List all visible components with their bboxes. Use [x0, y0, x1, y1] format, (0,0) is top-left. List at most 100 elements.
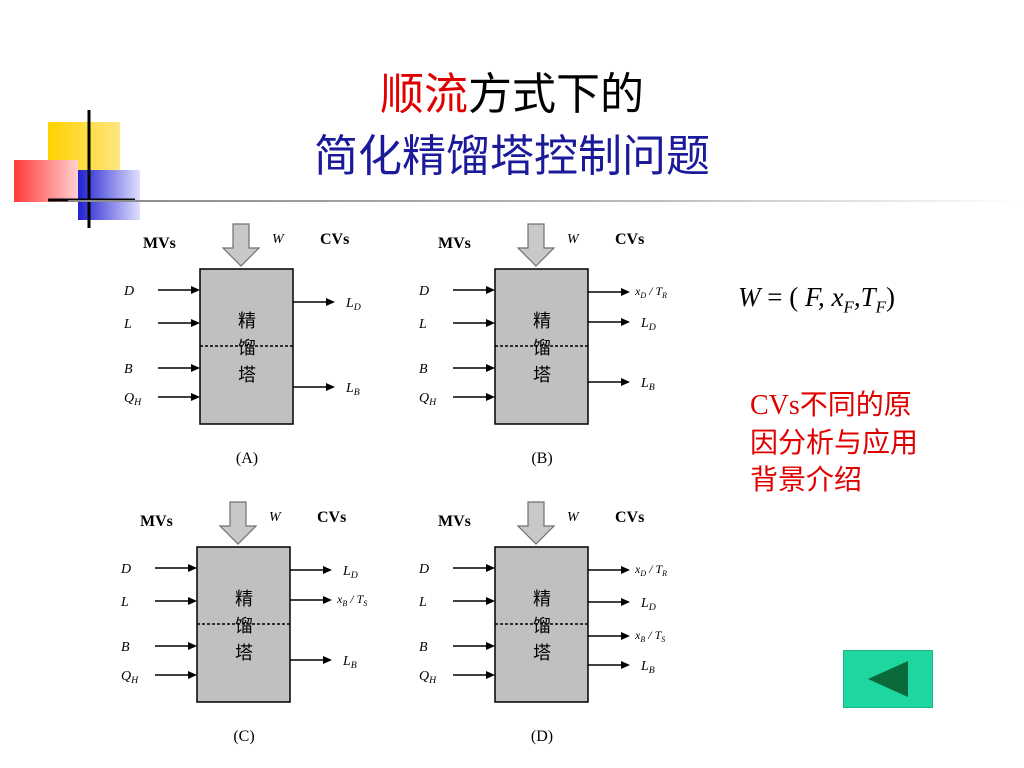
input-arrowhead-icon — [486, 319, 495, 327]
title-line-1: 顺流方式下的 — [0, 58, 1024, 122]
mvs-label: MVs — [438, 513, 471, 530]
feed-arrow-icon — [221, 223, 261, 267]
decorative-logo — [14, 110, 140, 228]
mvs-label: MVs — [143, 235, 176, 252]
feed-arrow-icon — [516, 223, 556, 267]
output-arrowhead-icon — [621, 632, 630, 640]
output-arrowhead-icon — [323, 656, 332, 664]
output-label: LD — [342, 564, 358, 581]
output-arrowhead-icon — [621, 661, 630, 669]
column-char: 精 — [533, 589, 551, 610]
input-label: D — [120, 562, 131, 577]
feed-arrow-icon — [218, 501, 258, 545]
input-arrowhead-icon — [486, 597, 495, 605]
column-char: 精 — [238, 311, 256, 332]
column-char: 馏 — [235, 616, 253, 637]
column-char: 馏 — [533, 338, 551, 359]
input-arrowhead-icon — [188, 642, 197, 650]
output-arrowhead-icon — [621, 566, 630, 574]
cvs-note: CVs不同的原因分析与应用背景介绍 — [750, 386, 965, 498]
column-char: 塔 — [238, 365, 256, 386]
formula-close: ) — [886, 282, 896, 312]
back-button[interactable] — [843, 650, 933, 708]
column-char: 塔 — [533, 643, 551, 664]
w-label: W — [567, 232, 580, 247]
w-label: W — [269, 510, 282, 525]
output-arrowhead-icon — [326, 298, 335, 306]
output-label: LB — [640, 659, 655, 676]
title-rest: 方式下的 — [468, 69, 644, 120]
output-arrowhead-icon — [621, 598, 630, 606]
input-arrowhead-icon — [191, 286, 200, 294]
cvs-label: CVs — [317, 509, 346, 526]
column-char: 精 — [533, 311, 551, 332]
output-ratio-label: xD / TR — [634, 284, 667, 300]
output-arrowhead-icon — [621, 288, 630, 296]
formula-sub-f2: F — [875, 297, 887, 317]
input-arrowhead-icon — [188, 597, 197, 605]
input-arrowhead-icon — [486, 671, 495, 679]
input-arrowhead-icon — [486, 364, 495, 372]
input-label: QH — [419, 669, 437, 686]
column-char: 馏 — [238, 338, 256, 359]
output-label: LB — [345, 381, 360, 398]
input-label: D — [418, 284, 429, 299]
output-label: LD — [345, 296, 361, 313]
output-arrowhead-icon — [621, 378, 630, 386]
input-arrowhead-icon — [188, 671, 197, 679]
note-line-3: 背景介绍 — [750, 463, 863, 496]
output-ratio-label: xB / TS — [336, 592, 367, 608]
input-label: QH — [121, 669, 139, 686]
panel-label: (A) — [236, 450, 258, 467]
formula-eq: = ( — [760, 282, 805, 312]
output-label: LB — [640, 376, 655, 393]
output-arrowhead-icon — [323, 566, 332, 574]
input-arrowhead-icon — [191, 364, 200, 372]
cvs-label: CVs — [615, 231, 644, 248]
formula-w: W — [738, 282, 761, 312]
formula-sub-f1: F — [843, 297, 854, 317]
input-label: B — [419, 362, 428, 377]
input-label: B — [419, 640, 428, 655]
w-label: W — [272, 232, 285, 247]
formula-f: F — [804, 282, 818, 312]
panel-label: (C) — [233, 728, 254, 745]
input-label: B — [124, 362, 133, 377]
output-arrowhead-icon — [326, 383, 335, 391]
column-char: 馏 — [533, 616, 551, 637]
input-label: D — [123, 284, 134, 299]
input-arrowhead-icon — [486, 642, 495, 650]
title-highlight: 顺流 — [380, 69, 468, 120]
mvs-label: MVs — [140, 513, 173, 530]
output-arrowhead-icon — [621, 318, 630, 326]
output-ratio-label: xB / TS — [634, 628, 665, 644]
output-arrowhead-icon — [323, 596, 332, 604]
cvs-label: CVs — [615, 509, 644, 526]
panel-label: (B) — [531, 450, 552, 467]
mvs-label: MVs — [438, 235, 471, 252]
title-line-2: 简化精馏塔控制问题 — [314, 131, 710, 182]
input-label: B — [121, 640, 130, 655]
input-label: QH — [419, 391, 437, 408]
column-char: 塔 — [235, 643, 253, 664]
input-arrowhead-icon — [486, 286, 495, 294]
output-ratio-label: xD / TR — [634, 562, 667, 578]
note-line-1: 不同的原 — [799, 388, 912, 421]
formula-t: ,T — [853, 282, 876, 312]
logo-red-block — [14, 160, 78, 202]
note-cvs: CVs — [750, 390, 800, 421]
input-arrowhead-icon — [486, 564, 495, 572]
output-label: LB — [342, 654, 357, 671]
panel-label: (D) — [531, 728, 553, 745]
w-label: W — [567, 510, 580, 525]
left-triangle-icon — [868, 661, 908, 697]
feed-arrow-icon — [516, 501, 556, 545]
output-label: LD — [640, 316, 656, 333]
input-label: L — [418, 595, 427, 610]
input-arrowhead-icon — [486, 393, 495, 401]
